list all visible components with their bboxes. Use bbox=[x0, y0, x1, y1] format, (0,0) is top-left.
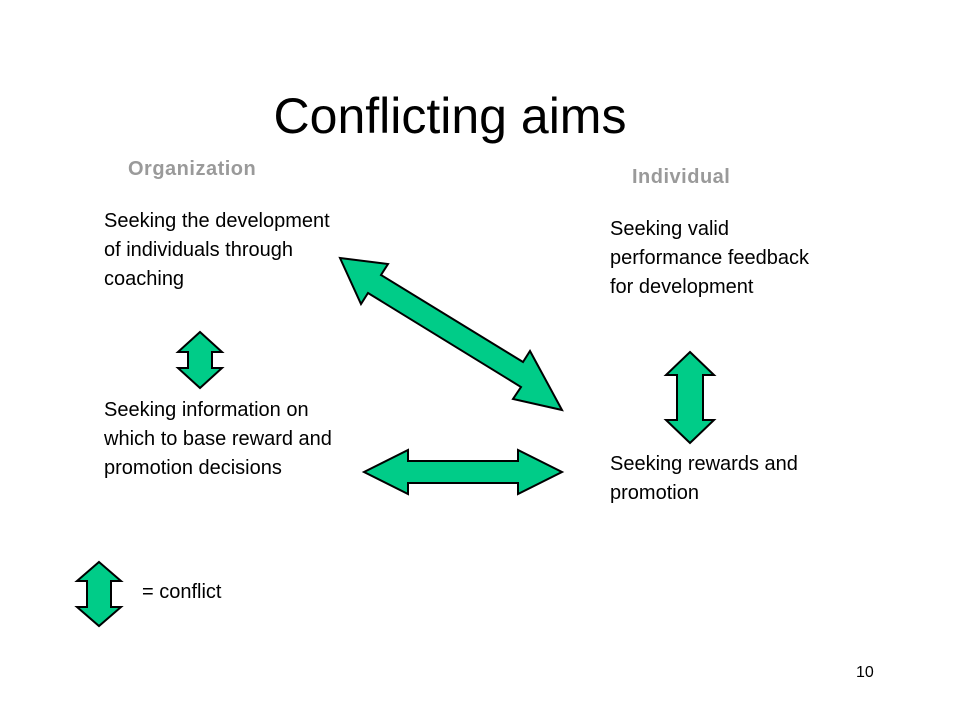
slide-title: Conflicting aims bbox=[273, 88, 627, 144]
legend-conflict-arrow bbox=[74, 560, 124, 628]
conflict-arrow-horizontal bbox=[361, 448, 565, 496]
conflict-arrow-diagonal bbox=[338, 256, 564, 412]
organization-heading: Organization bbox=[128, 158, 257, 180]
individual-heading: Individual bbox=[632, 166, 731, 188]
individual-aim-feedback: Seeking valid performance feedback for d… bbox=[610, 218, 810, 298]
page-number: 10 bbox=[856, 664, 874, 681]
legend-label: = conflict bbox=[142, 581, 222, 603]
conflict-arrow-individual-vertical bbox=[663, 350, 717, 445]
conflict-arrow-organization-vertical bbox=[175, 330, 225, 390]
individual-aim-rewards: Seeking rewards and promotion bbox=[610, 453, 798, 504]
organization-aim-reward-info: Seeking information on which to base rew… bbox=[104, 399, 332, 479]
organization-aim-coaching: Seeking the development of individuals t… bbox=[104, 210, 330, 290]
